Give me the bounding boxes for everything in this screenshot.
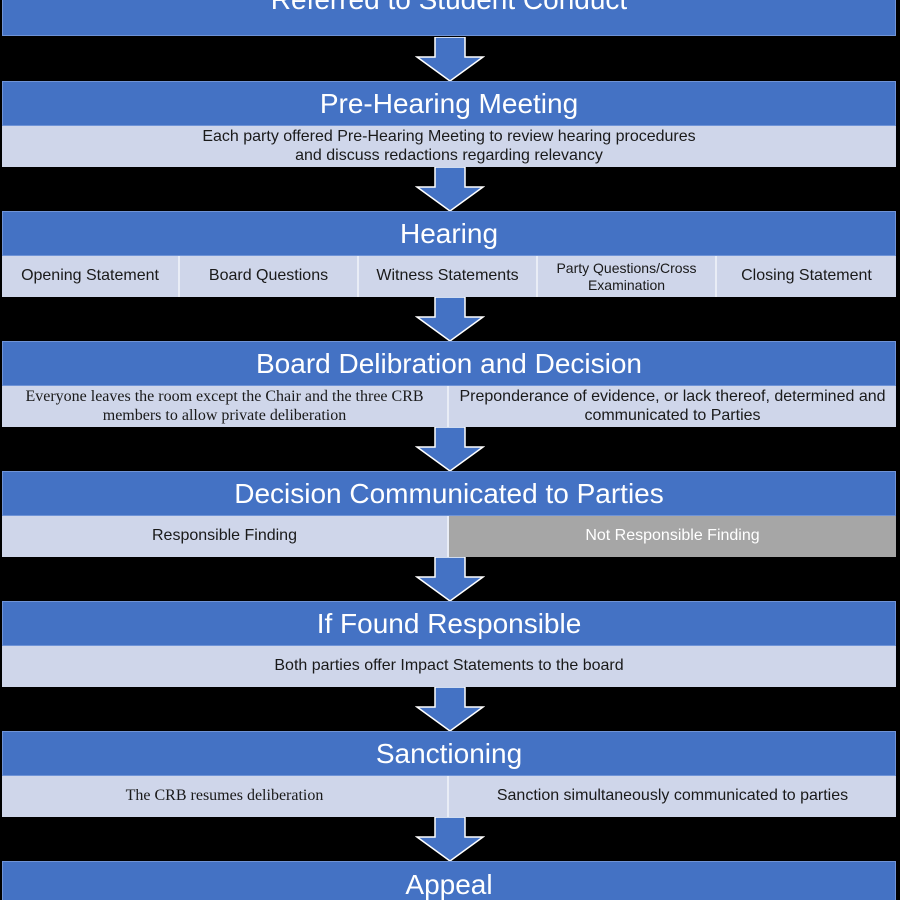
flow-arrow-6 [415, 687, 485, 731]
step-responsible-details: Both parties offer Impact Statements to … [2, 646, 896, 687]
flow-arrow-2 [415, 167, 485, 211]
deliberation-private: Everyone leaves the room except the Chai… [2, 386, 449, 427]
sanction-deliberation: The CRB resumes deliberation [2, 776, 449, 817]
step-appeal-title: Appeal [405, 869, 493, 900]
step-sanctioning-details: The CRB resumes deliberation Sanction si… [2, 776, 896, 817]
pre-hearing-line-2: and discuss redactions regarding relevan… [295, 146, 603, 164]
step-referred-header: Referred to Student Conduct [2, 0, 896, 36]
step-deliberation-details: Everyone leaves the room except the Chai… [2, 386, 896, 427]
step-responsible-header: If Found Responsible [2, 601, 896, 646]
flow-arrow-7 [415, 817, 485, 861]
step-referred-title: Referred to Student Conduct [271, 0, 627, 15]
pre-hearing-description: Each party offered Pre-Hearing Meeting t… [2, 126, 896, 167]
hearing-item: Opening Statement [2, 256, 180, 297]
hearing-item: Party Questions/Cross Examination [538, 256, 717, 297]
step-appeal-header: Appeal [2, 861, 896, 900]
impact-statements: Both parties offer Impact Statements to … [2, 646, 896, 687]
step-hearing-title: Hearing [399, 218, 499, 249]
flow-arrow-5 [415, 557, 485, 601]
step-pre-hearing-details: Each party offered Pre-Hearing Meeting t… [2, 126, 896, 167]
step-decision-title: Decision Communicated to Parties [234, 478, 664, 509]
deliberation-evidence: Preponderance of evidence, or lack there… [449, 386, 896, 427]
hearing-item: Board Questions [180, 256, 359, 297]
flow-arrow-4 [415, 427, 485, 471]
step-sanctioning-title: Sanctioning [375, 738, 523, 769]
step-decision-findings: Responsible Finding Not Responsible Find… [2, 516, 896, 557]
step-pre-hearing-title: Pre-Hearing Meeting [319, 88, 579, 119]
step-sanctioning-header: Sanctioning [2, 731, 896, 776]
finding-responsible: Responsible Finding [2, 516, 449, 557]
hearing-item: Witness Statements [359, 256, 538, 297]
finding-not-responsible: Not Responsible Finding [449, 516, 896, 557]
step-decision-header: Decision Communicated to Parties [2, 471, 896, 516]
flow-arrow-1 [415, 37, 485, 81]
hearing-item: Closing Statement [717, 256, 896, 297]
step-hearing-header: Hearing [2, 211, 896, 256]
step-deliberation-header: Board Delibration and Decision [2, 341, 896, 386]
step-responsible-title: If Found Responsible [316, 608, 582, 639]
step-pre-hearing-header: Pre-Hearing Meeting [2, 81, 896, 126]
pre-hearing-line-1: Each party offered Pre-Hearing Meeting t… [202, 128, 696, 146]
step-deliberation-title: Board Delibration and Decision [256, 348, 642, 379]
step-hearing-items: Opening Statement Board Questions Witnes… [2, 256, 896, 297]
flow-arrow-3 [415, 297, 485, 341]
sanction-communicated: Sanction simultaneously communicated to … [449, 776, 896, 817]
